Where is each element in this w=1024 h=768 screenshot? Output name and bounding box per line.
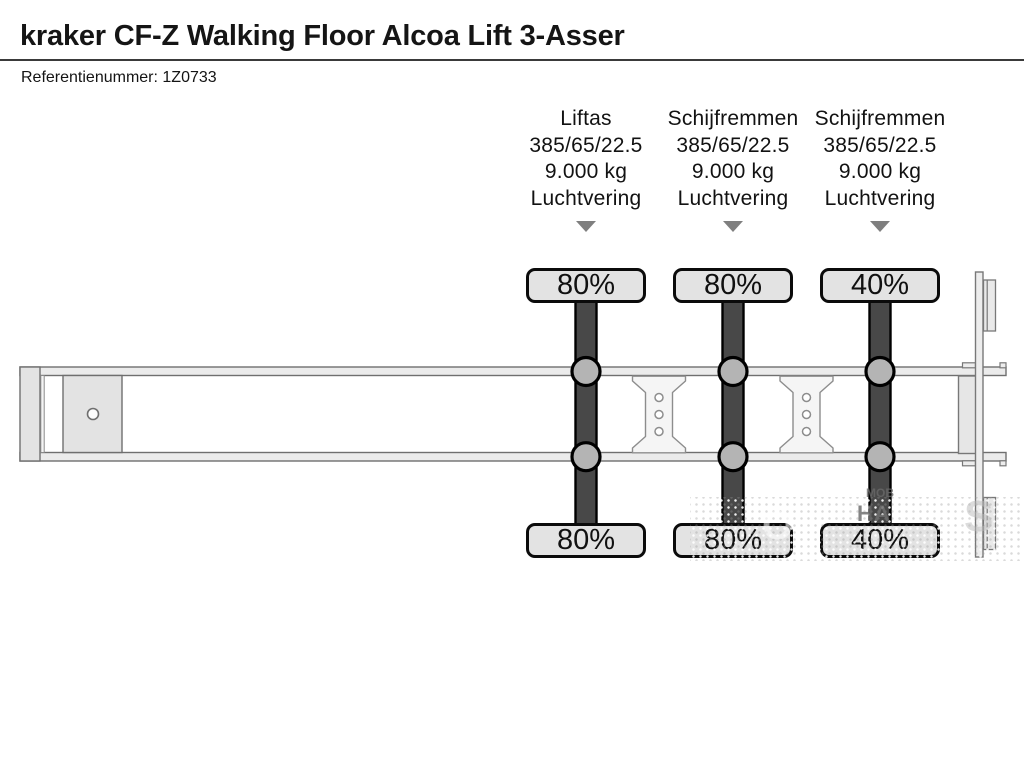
- axle-tyre-size: 385/65/22.5: [529, 133, 643, 157]
- title-divider: [0, 59, 1024, 61]
- cross-member-hole: [801, 392, 812, 403]
- axle-capacity: 9.000 kg: [691, 160, 775, 183]
- axle-bar-3: [868, 281, 892, 545]
- axle-capacity: 9.000 kg: [838, 160, 922, 183]
- tail-light-bottom: [982, 496, 997, 551]
- wheel-hub: [864, 441, 896, 473]
- wheel-hub: [864, 355, 896, 388]
- down-arrow-icon: [576, 221, 596, 232]
- cross-member-hole: [654, 426, 664, 437]
- front-cross-member: [19, 366, 41, 462]
- wheel-hub: [717, 355, 749, 388]
- axle-spec-column-3: Schijfremmen 385/65/22.5 9.000 kg Luchtv…: [795, 106, 965, 212]
- wheel-hub: [570, 441, 602, 473]
- front-thin-member: [40, 375, 45, 453]
- axle-type: Schijfremmen: [667, 107, 799, 130]
- tire-tread-badge: 80%: [673, 523, 793, 558]
- down-arrow-icon: [870, 221, 890, 232]
- axle-bar-1: [574, 281, 598, 545]
- axle-tyre-size: 385/65/22.5: [823, 133, 937, 157]
- tire-tread-badge: 40%: [820, 523, 940, 558]
- axle-type: Liftas: [560, 107, 612, 130]
- chassis-rail-top: [19, 366, 1007, 377]
- page-title: kraker CF-Z Walking Floor Alcoa Lift 3-A…: [20, 20, 625, 52]
- rear-bracket-top: [961, 362, 977, 369]
- axle-tyre-size: 385/65/22.5: [676, 133, 790, 157]
- tire-tread-badge: 80%: [526, 523, 646, 558]
- rear-bumper-beam: [974, 271, 984, 558]
- axle-capacity: 9.000 kg: [544, 160, 628, 183]
- cross-member-hole: [801, 409, 812, 420]
- rear-bracket-bottom: [961, 460, 977, 467]
- wheel-hub: [717, 441, 749, 473]
- tire-tread-badge: 40%: [820, 268, 940, 303]
- axle-suspension: Luchtvering: [677, 186, 789, 210]
- wheel-hub: [570, 355, 602, 388]
- axle-spec-column-2: Schijfremmen 385/65/22.5 9.000 kg Luchtv…: [648, 106, 818, 212]
- down-arrow-icon: [723, 221, 743, 232]
- axle-suspension: Luchtvering: [530, 186, 642, 210]
- axle-suspension: Luchtvering: [824, 186, 936, 210]
- cross-member-hole: [654, 409, 664, 420]
- cross-member-hole: [654, 392, 664, 403]
- axle-bar-2: [721, 281, 745, 545]
- kingpin: [86, 407, 100, 421]
- chassis-rail-bottom: [19, 451, 1007, 462]
- rail-end-tab-top: [999, 362, 1007, 369]
- cross-member-hole: [801, 426, 812, 437]
- axle-type: Schijfremmen: [814, 107, 946, 130]
- tire-tread-badge: 80%: [673, 268, 793, 303]
- rail-end-tab-bottom: [999, 460, 1007, 467]
- tire-tread-badge: 80%: [526, 268, 646, 303]
- axle-spec-column-1: Liftas 385/65/22.5 9.000 kg Luchtvering: [501, 106, 671, 212]
- reference-number: Referentienummer: 1Z0733: [21, 69, 217, 86]
- tail-light-top: [982, 279, 997, 332]
